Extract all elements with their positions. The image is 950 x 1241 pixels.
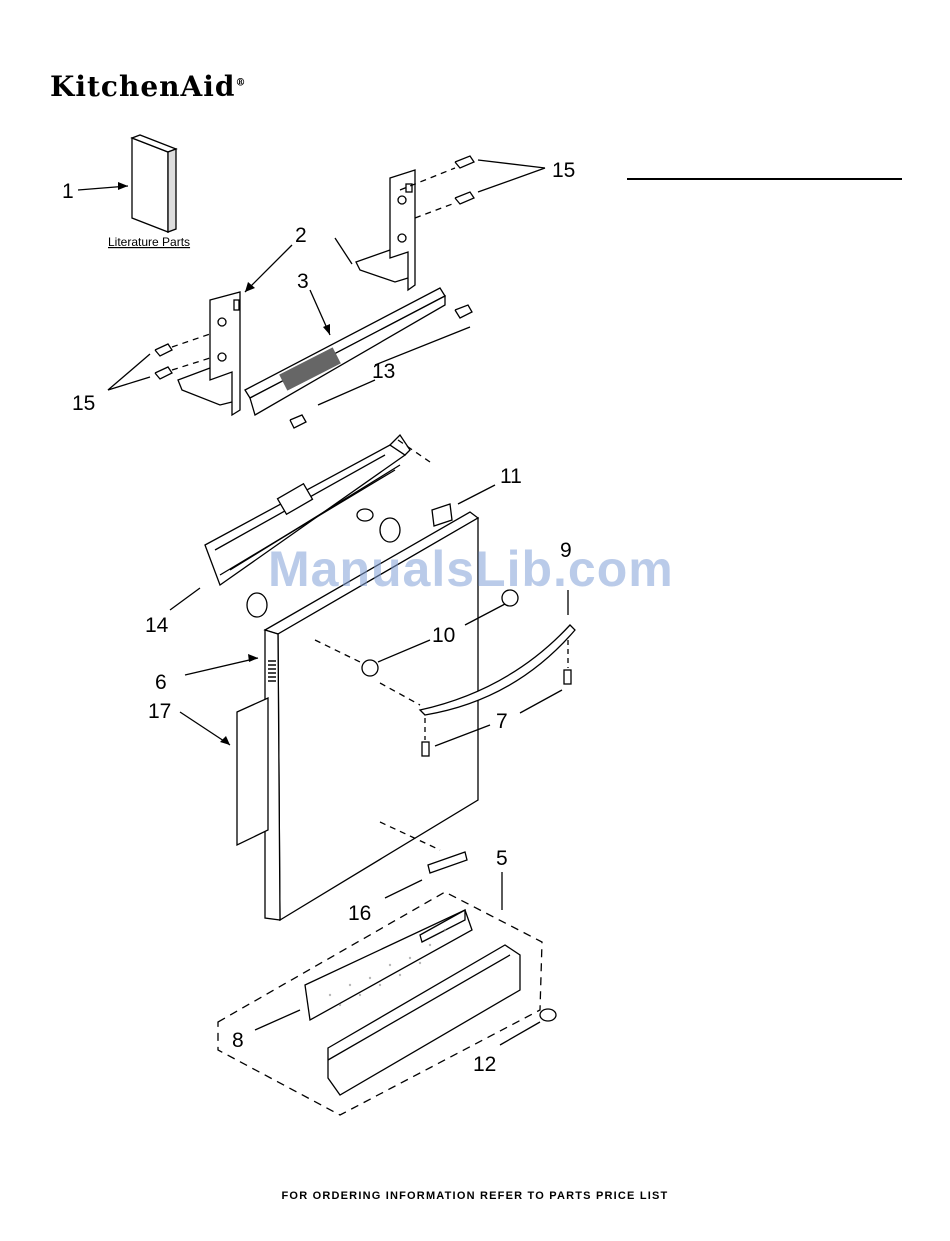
callout-3: 3 [297, 270, 309, 293]
callout-13: 13 [372, 360, 395, 383]
callout-17: 17 [148, 700, 171, 723]
logo-badge [428, 852, 467, 873]
screw-13-right [455, 305, 472, 318]
callout-1: 1 [62, 180, 74, 203]
spacer-right [380, 518, 400, 542]
leader-15b-1 [108, 354, 150, 390]
screw-upper-2 [415, 192, 474, 218]
leader-14 [170, 588, 200, 610]
callout-14: 14 [145, 614, 169, 637]
leader-11 [458, 485, 495, 504]
toe-kick-screw [540, 1009, 556, 1021]
ordering-info-footer: FOR ORDERING INFORMATION REFER TO PARTS … [0, 1190, 950, 1202]
standoff-left [362, 660, 378, 676]
callout-15b: 15 [72, 392, 95, 415]
screw-lower-2 [155, 367, 172, 379]
screw-lower-1 [155, 344, 172, 356]
callout-16: 16 [348, 902, 371, 925]
leader-12 [500, 1022, 540, 1045]
watermark: ManualsLib.com [268, 540, 674, 598]
leader-8 [255, 1010, 300, 1030]
control-panel [245, 288, 445, 415]
leader-6 [185, 658, 258, 675]
leader-2a [335, 238, 352, 264]
handle-pin-right [564, 670, 571, 684]
literature-booklet [132, 135, 176, 232]
callout-7: 7 [496, 710, 508, 733]
callout-10: 10 [432, 624, 455, 647]
leader-7b [520, 690, 562, 713]
callout-15a: 15 [552, 159, 575, 182]
callout-2: 2 [295, 224, 307, 247]
leader-15a-2 [478, 168, 545, 192]
callout-8: 8 [232, 1029, 244, 1052]
callout-11: 11 [500, 465, 522, 488]
tag [432, 504, 452, 526]
leader-13b [318, 380, 375, 405]
handle-pin-left [422, 742, 429, 756]
leader-15a-1 [478, 160, 545, 168]
screw-center [357, 509, 373, 521]
screw-13-left [290, 415, 306, 428]
left-mounting-bracket [178, 292, 240, 415]
literature-parts-label: Literature Parts [108, 235, 190, 249]
callout-12: 12 [473, 1053, 496, 1076]
spacer-left [247, 593, 267, 617]
right-mounting-bracket [356, 170, 415, 290]
callout-6: 6 [155, 671, 167, 694]
leader-2b [245, 245, 292, 292]
callout-5: 5 [496, 847, 508, 870]
leader-16 [385, 880, 422, 898]
insulation-pad [237, 698, 268, 845]
leader-15b-2 [108, 377, 150, 390]
